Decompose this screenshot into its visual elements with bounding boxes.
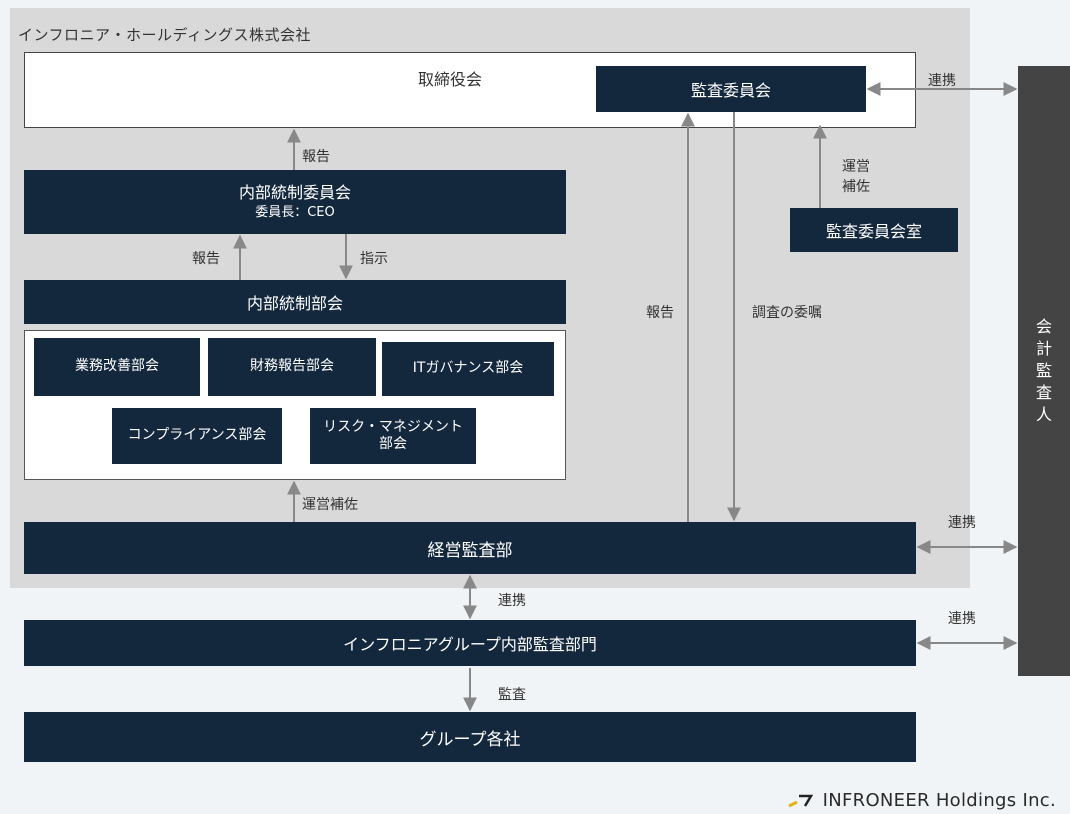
logo-text: INFRONEER Holdings Inc. (822, 790, 1056, 811)
internal-control-committee-label: 内部統制委員会 (238, 183, 351, 202)
label-report-ic: 報告 (192, 251, 220, 267)
subcommittee-financial-reporting: 財務報告部会 (208, 338, 376, 396)
label-instruction: 指示 (360, 251, 388, 267)
label-audit: 監査 (498, 687, 526, 703)
group-companies-box: グループ各社 (24, 712, 916, 762)
board-of-directors-label: 取締役会 (418, 70, 483, 89)
label-collab-4: 連携 (498, 593, 526, 609)
label-ops-support: 運営補佐 (302, 497, 358, 513)
logo-mark-icon (787, 794, 813, 807)
group-internal-audit-box: インフロニアグループ内部監査部門 (24, 620, 916, 666)
subcommittee-it-governance: ITガバナンス部会 (382, 342, 554, 396)
label-collab-1: 連携 (928, 73, 956, 89)
audit-committee-office-box: 監査委員会室 (790, 208, 958, 252)
label-support: 補佐 (842, 179, 870, 195)
label-collab-2: 連携 (948, 515, 976, 531)
management-audit-dept-box: 経営監査部 (24, 522, 916, 574)
label-collab-3: 連携 (948, 611, 976, 627)
label-report-board: 報告 (302, 149, 330, 165)
company-name: インフロニア・ホールディングス株式会社 (18, 26, 312, 44)
internal-control-division-box: 内部統制部会 (24, 280, 566, 324)
subcommittee-risk-management: リスク・マネジメント 部会 (310, 408, 476, 464)
label-report-audit: 報告 (646, 305, 674, 321)
committee-chair-label: 委員長：CEO (255, 205, 335, 220)
company-logo: INFRONEER Holdings Inc. (787, 790, 1056, 811)
subcommittee-compliance: コンプライアンス部会 (112, 408, 282, 464)
audit-committee-box: 監査委員会 (596, 66, 866, 112)
label-ops: 運営 (842, 159, 870, 175)
internal-control-committee-box: 内部統制委員会 委員長：CEO (24, 170, 566, 234)
subcommittee-business-improvement: 業務改善部会 (34, 338, 200, 396)
label-investigation: 調査の委嘱 (752, 305, 822, 321)
external-auditor-box: 会 計 監 査 人 (1018, 66, 1070, 676)
